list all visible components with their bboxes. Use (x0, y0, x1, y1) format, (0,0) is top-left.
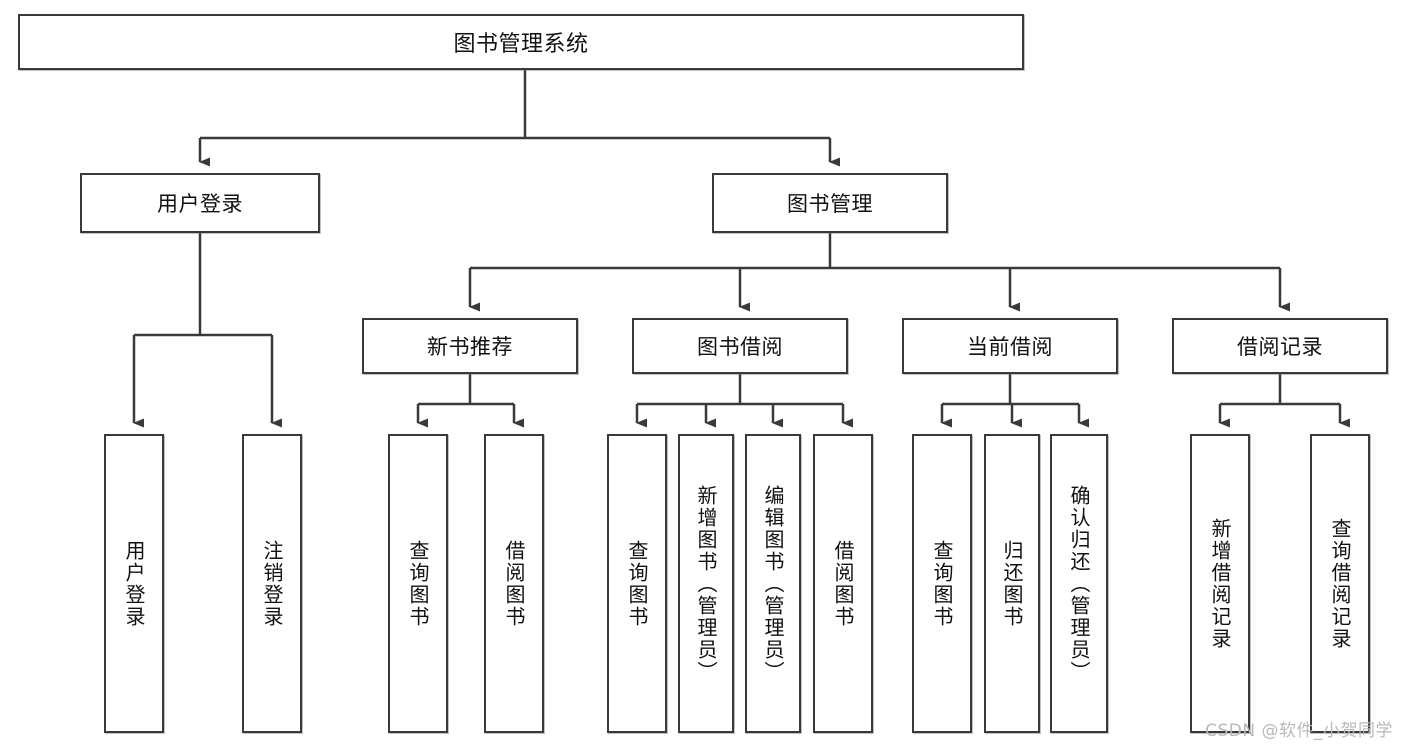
node-label: 归还图书 (1000, 539, 1024, 628)
node-borrow-record[interactable]: 借阅记录 (1172, 318, 1388, 374)
watermark-label: CSDN @软件_小贺同学 (1205, 721, 1393, 741)
node-label: 编辑图书（管理员） (761, 484, 785, 683)
node-label: 借阅记录 (1237, 335, 1323, 359)
node-label: 图书管理 (787, 192, 873, 216)
node-label: 借阅图书 (502, 539, 526, 628)
node-label: 新增借阅记录 (1208, 517, 1232, 650)
node-leaf-edit-book[interactable]: 编辑图书（管理员） (745, 434, 801, 733)
node-label: 注销登录 (260, 539, 284, 628)
node-label: 图书借阅 (697, 335, 783, 359)
node-new-book-recommend[interactable]: 新书推荐 (362, 318, 578, 374)
node-leaf-logout[interactable]: 注销登录 (242, 434, 302, 733)
node-leaf-add-record[interactable]: 新增借阅记录 (1190, 434, 1250, 733)
node-label: 图书管理系统 (453, 32, 589, 57)
node-label: 查询图书 (930, 539, 954, 628)
node-leaf-query-record[interactable]: 查询借阅记录 (1310, 434, 1370, 733)
node-leaf-confirm-return[interactable]: 确认归还（管理员） (1050, 434, 1108, 733)
node-leaf-return-book[interactable]: 归还图书 (984, 434, 1040, 733)
node-leaf-query-book-1[interactable]: 查询图书 (388, 434, 448, 733)
node-leaf-borrow-book-2[interactable]: 借阅图书 (813, 434, 873, 733)
node-user-login[interactable]: 用户登录 (80, 173, 320, 233)
node-leaf-query-book-3[interactable]: 查询图书 (912, 434, 972, 733)
node-label: 查询图书 (625, 539, 649, 628)
node-leaf-add-book[interactable]: 新增图书（管理员） (678, 434, 734, 733)
node-label: 确认归还（管理员） (1067, 484, 1091, 683)
node-label: 查询图书 (406, 539, 430, 628)
node-book-borrow[interactable]: 图书借阅 (632, 318, 848, 374)
node-label: 借阅图书 (831, 539, 855, 628)
node-label: 新增图书（管理员） (694, 484, 718, 683)
node-root-system[interactable]: 图书管理系统 (18, 14, 1024, 70)
node-label: 查询借阅记录 (1328, 517, 1352, 650)
node-leaf-query-book-2[interactable]: 查询图书 (607, 434, 667, 733)
node-current-borrow[interactable]: 当前借阅 (902, 318, 1118, 374)
node-label: 用户登录 (157, 192, 243, 216)
node-label: 用户登录 (122, 539, 146, 628)
node-leaf-borrow-book-1[interactable]: 借阅图书 (484, 434, 544, 733)
node-label: 当前借阅 (967, 335, 1053, 359)
node-leaf-user-login[interactable]: 用户登录 (104, 434, 164, 733)
node-label: 新书推荐 (427, 335, 513, 359)
node-book-manage[interactable]: 图书管理 (712, 173, 948, 233)
